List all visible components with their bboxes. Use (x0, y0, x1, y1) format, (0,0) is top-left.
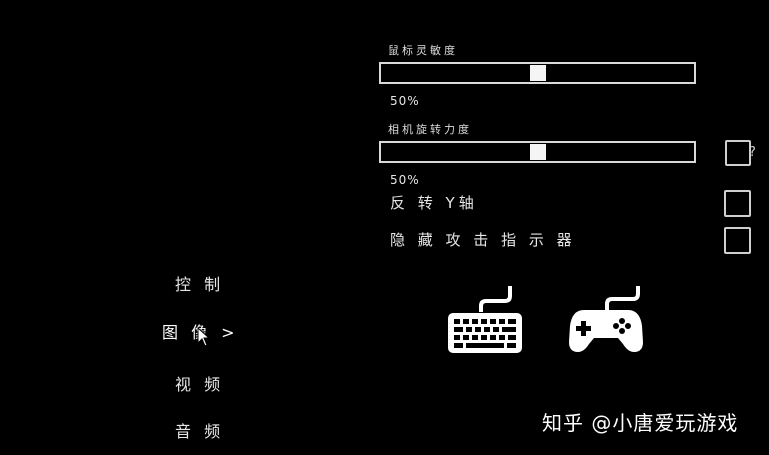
camera-rotation-slider[interactable] (379, 141, 696, 163)
camera-extra-checkbox[interactable] (725, 140, 751, 166)
question-icon: ? (749, 145, 756, 160)
menu-item-label: 图 像 (162, 323, 212, 342)
invert-y-label: 反 转 Y轴 (390, 194, 478, 212)
camera-rotation-value: 50% (390, 173, 420, 187)
menu-item-label: 音 频 (175, 422, 225, 441)
mouse-sensitivity-label: 鼠标灵敏度 (388, 44, 458, 57)
menu-item-controls[interactable]: 控 制 (175, 271, 224, 295)
camera-rotation-label: 相机旋转力度 (388, 123, 472, 136)
hide-attack-indicator-checkbox[interactable] (724, 227, 751, 254)
menu-item-video[interactable]: 视 频 (175, 371, 224, 395)
menu-item-audio[interactable]: 音 频 (175, 418, 224, 442)
mouse-cursor-icon (197, 327, 211, 347)
watermark: 知乎 @小唐爱玩游戏 (542, 411, 739, 435)
camera-rotation-thumb[interactable] (529, 144, 546, 160)
keyboard-icon[interactable] (446, 284, 524, 356)
menu-item-label: 控 制 (175, 275, 225, 294)
chevron-right-icon: > (221, 323, 235, 342)
invert-y-checkbox[interactable] (724, 190, 751, 217)
menu-item-label: 视 频 (175, 375, 225, 394)
hide-attack-indicator-label: 隐 藏 攻 击 指 示 器 (390, 231, 576, 249)
menu-item-graphics[interactable]: 图 像 > (162, 319, 235, 343)
mouse-sensitivity-thumb[interactable] (529, 65, 546, 81)
mouse-sensitivity-value: 50% (390, 94, 420, 108)
gamepad-icon[interactable] (568, 284, 644, 354)
mouse-sensitivity-slider[interactable] (379, 62, 696, 84)
